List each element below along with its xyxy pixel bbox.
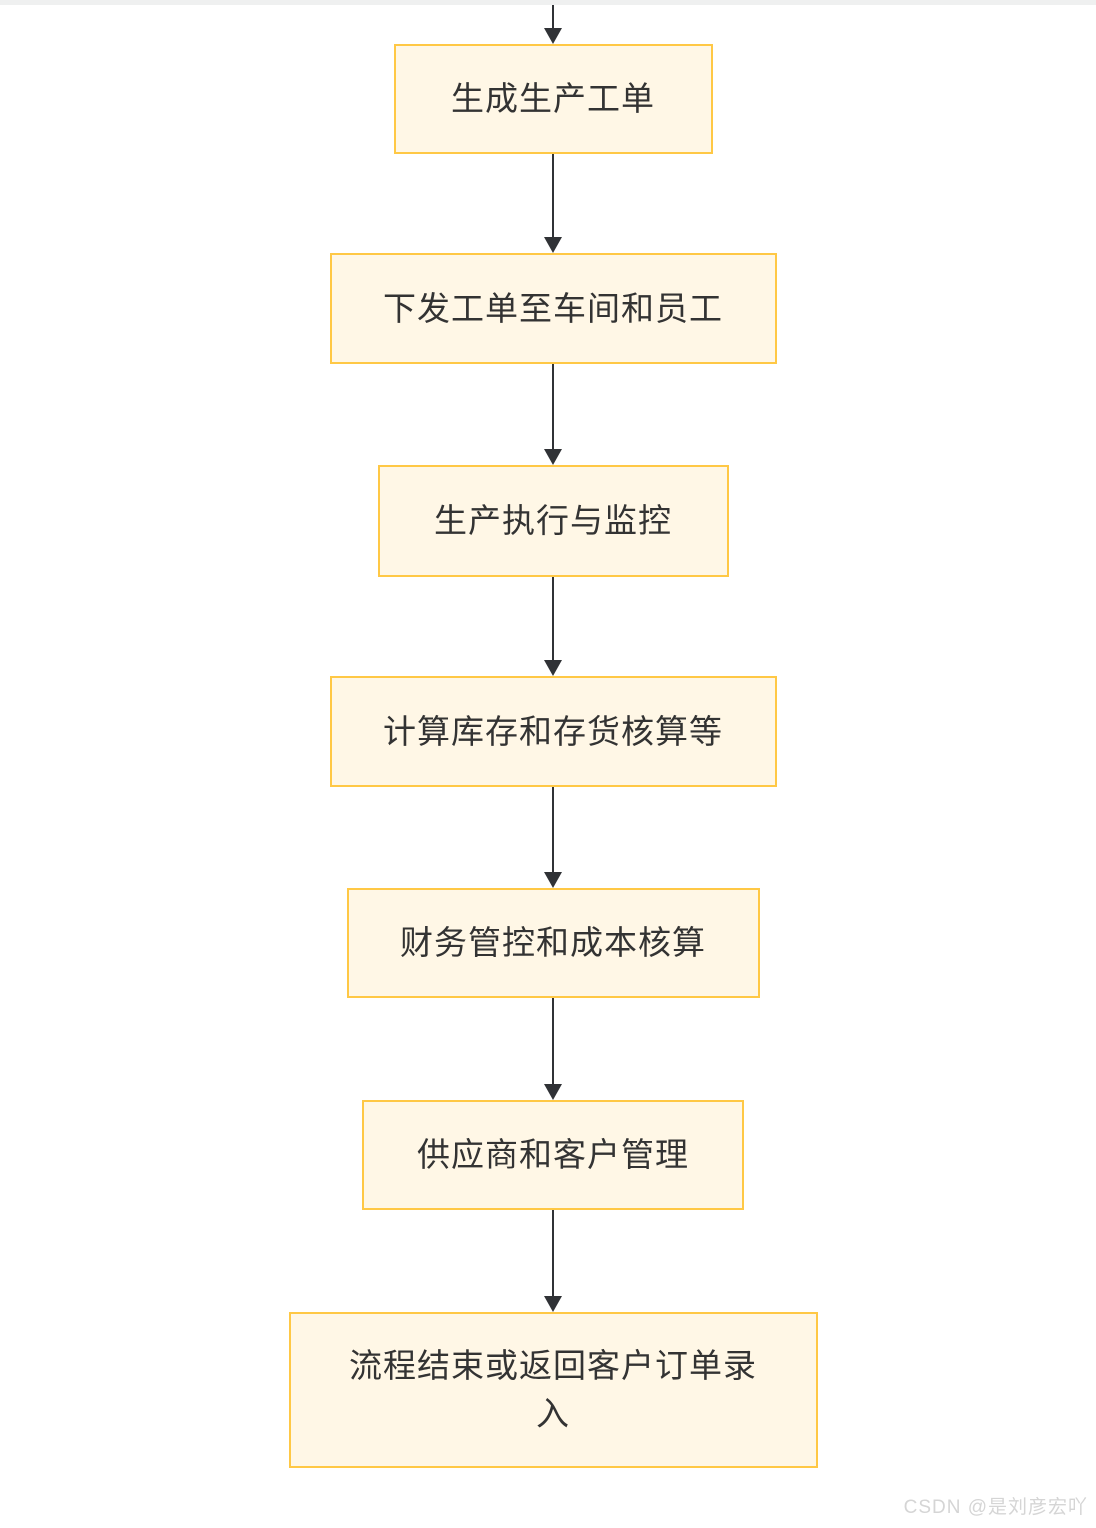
flow-edge — [543, 364, 563, 465]
flow-edge — [543, 787, 563, 888]
watermark: CSDN @是刘彦宏吖 — [903, 1497, 1088, 1518]
flow-node-supplier-customer-management: 供应商和客户管理 — [362, 1100, 744, 1210]
node-label: 计算库存和存货核算等 — [383, 712, 723, 750]
node-label: 下发工单至车间和员工 — [383, 289, 723, 327]
arrow-down-icon — [544, 660, 562, 676]
flow-edge-incoming — [543, 5, 563, 44]
flow-edge — [543, 998, 563, 1100]
edge-line — [552, 1210, 554, 1297]
flow-node-inventory-stock-accounting: 计算库存和存货核算等 — [329, 676, 777, 787]
edge-line — [552, 998, 554, 1085]
edge-line — [552, 577, 554, 661]
flow-node-generate-work-order: 生成生产工单 — [393, 44, 713, 154]
node-label: 生产执行与监控 — [434, 502, 672, 540]
edge-line — [552, 787, 554, 873]
flow-edge — [543, 1210, 563, 1312]
flow-edge — [543, 154, 563, 253]
node-label: 流程结束或返回客户订单录入 — [349, 1347, 757, 1432]
arrow-down-icon — [544, 237, 562, 253]
arrow-down-icon — [544, 1084, 562, 1100]
arrow-down-icon — [544, 872, 562, 888]
top-strip — [0, 0, 1096, 5]
flow-edge — [543, 577, 563, 676]
flow-node-process-end-or-return: 流程结束或返回客户订单录入 — [288, 1312, 818, 1468]
flow-node-dispatch-work-order: 下发工单至车间和员工 — [329, 253, 777, 364]
node-label: 供应商和客户管理 — [417, 1136, 689, 1174]
arrow-down-icon — [544, 1296, 562, 1312]
arrow-down-icon — [544, 449, 562, 465]
node-label: 生成生产工单 — [451, 80, 655, 118]
flow-node-production-execution-monitoring: 生产执行与监控 — [377, 465, 729, 577]
flowchart-canvas: 生成生产工单 下发工单至车间和员工 生产执行与监控 计算库存和存货核算等 财务管… — [5, 5, 1096, 1468]
edge-line — [552, 5, 554, 29]
edge-line — [552, 364, 554, 450]
node-label: 财务管控和成本核算 — [400, 924, 706, 962]
arrow-down-icon — [544, 28, 562, 44]
edge-line — [552, 154, 554, 238]
flow-node-finance-control-cost-accounting: 财务管控和成本核算 — [346, 888, 760, 998]
